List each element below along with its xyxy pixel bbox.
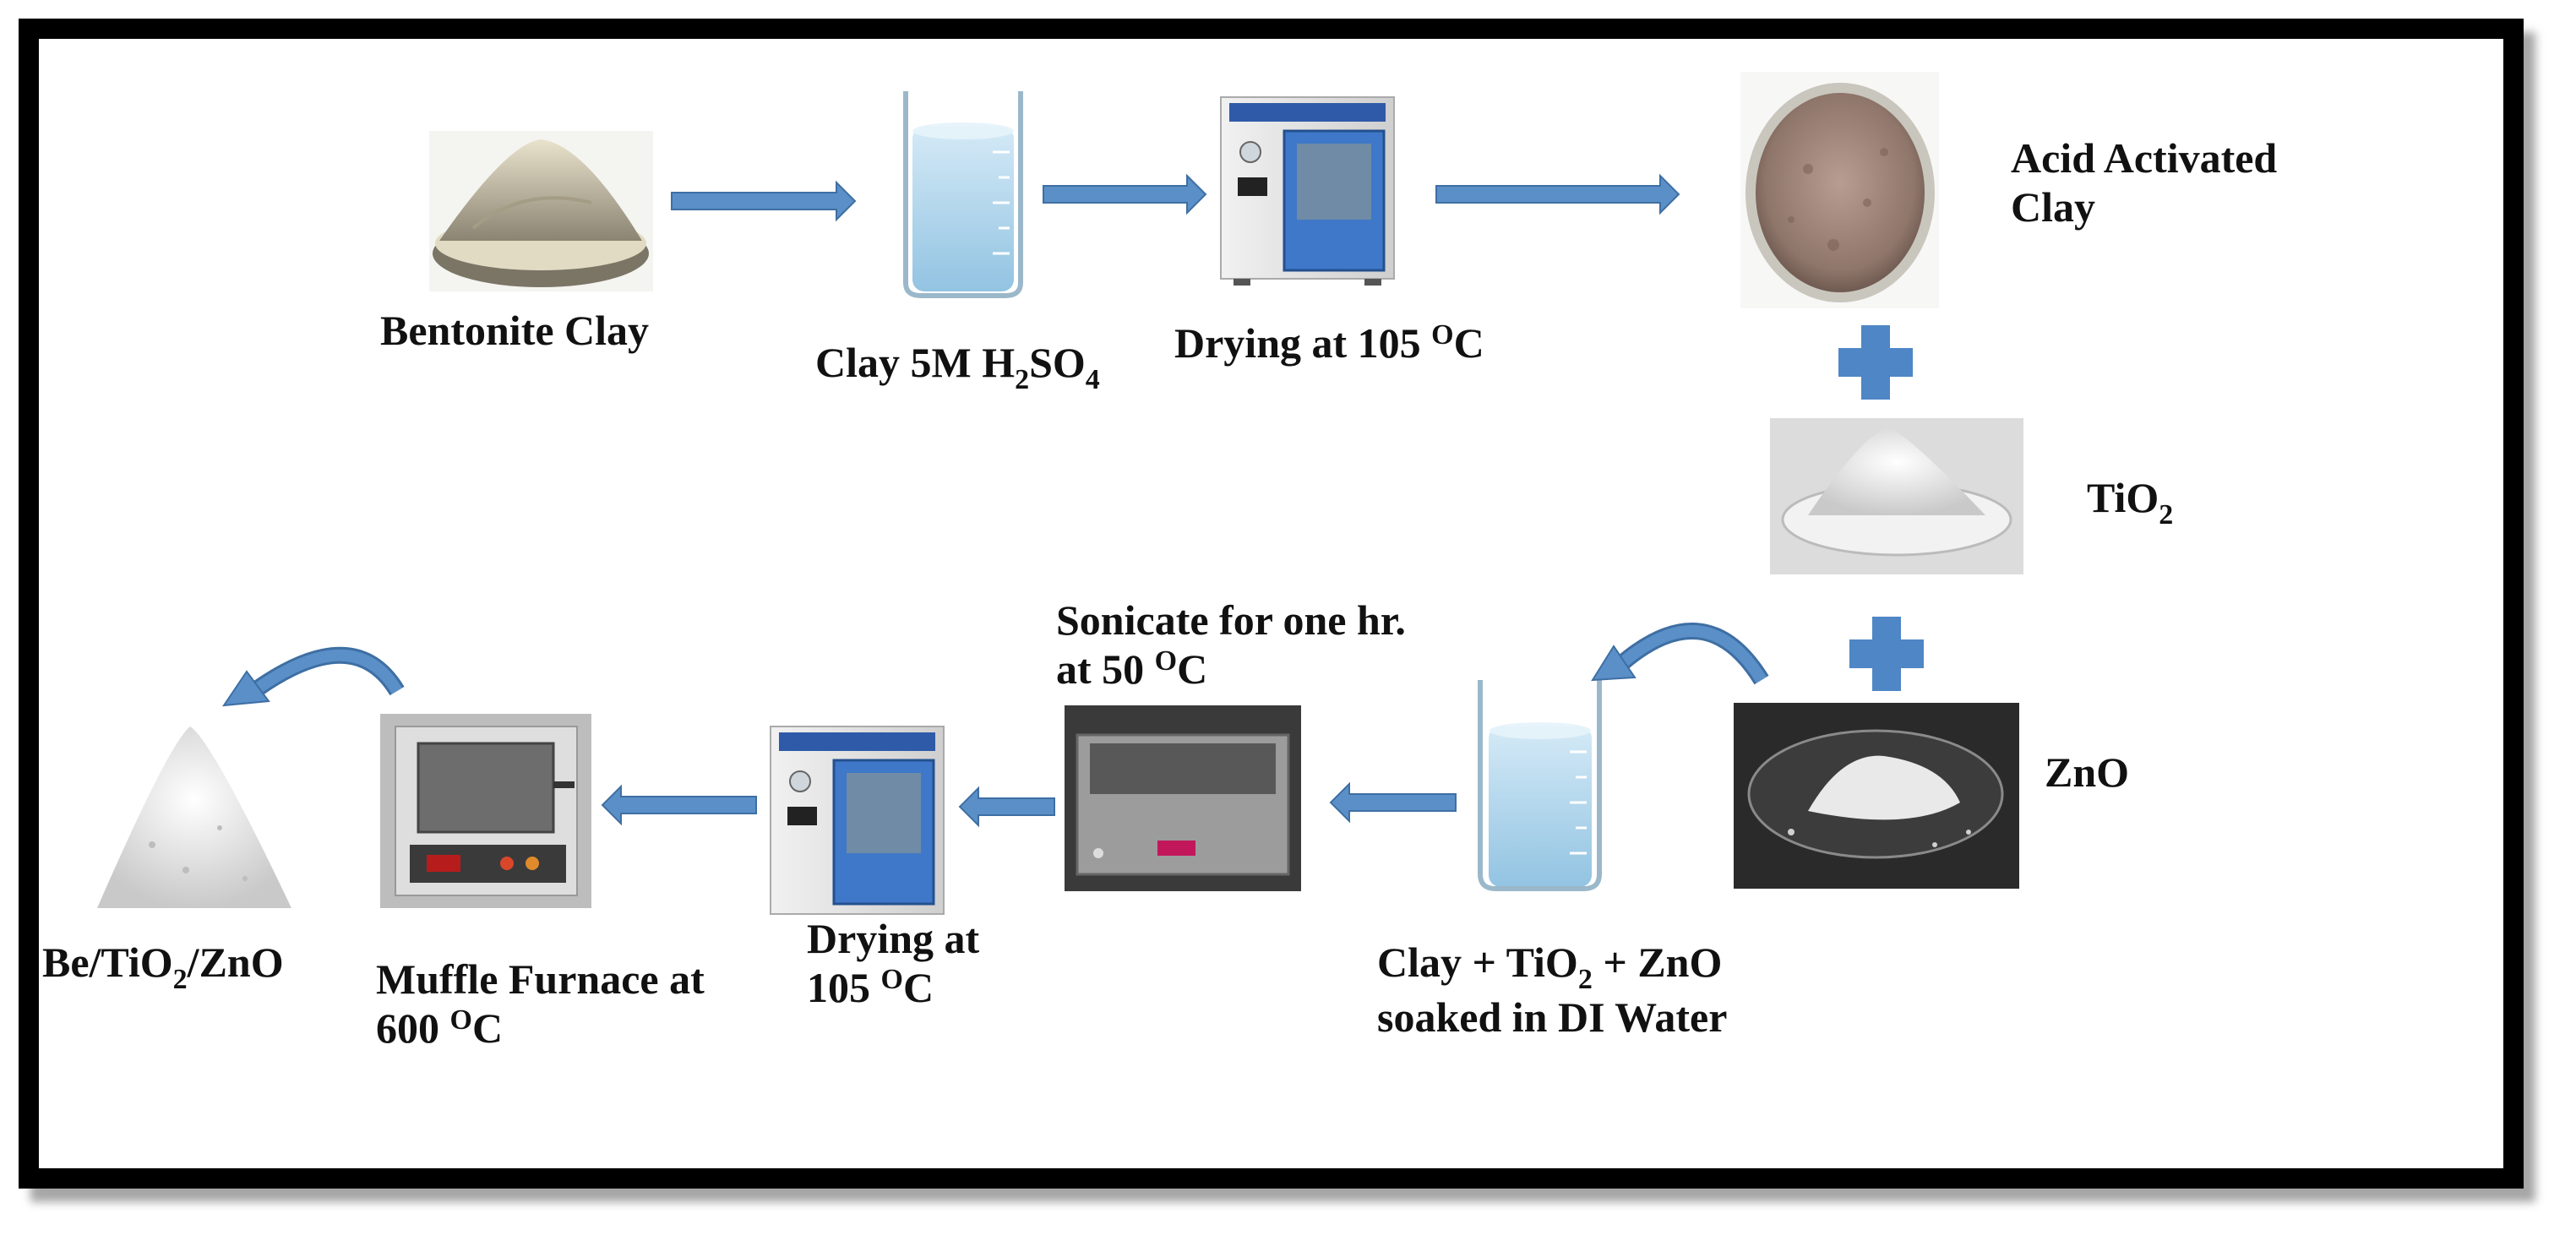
plus-icon <box>1849 617 1924 691</box>
arrow-right-icon <box>1435 173 1680 215</box>
petri-dish-icon <box>1770 418 2023 574</box>
arrow-right-icon <box>1043 173 1207 215</box>
powder-bowl-icon <box>429 131 653 291</box>
flow-arrows <box>601 173 1680 828</box>
arrow-right-icon <box>671 180 857 222</box>
product-label: Be/TiO2/ZnO <box>42 939 284 995</box>
zno-label: ZnO <box>2045 748 2130 796</box>
ultrasonic-bath-icon <box>1065 705 1301 891</box>
petri-dish-icon <box>1734 703 2019 889</box>
arrow-left-icon <box>958 786 1055 828</box>
acid-label: Clay 5M H2SO4 <box>815 339 1100 395</box>
clay-bowl-icon <box>1740 72 1939 308</box>
powder-pile-icon <box>84 716 302 919</box>
drying-top-label: Drying at 105 OC <box>1174 319 1484 367</box>
curved-arrow-icon <box>1591 623 1769 685</box>
arrow-left-icon <box>601 784 757 826</box>
beaker-icon <box>896 84 1031 304</box>
arrow-left-icon <box>1329 781 1457 824</box>
plus-icon <box>1838 325 1913 400</box>
beaker-icon <box>1470 672 1609 900</box>
curved-arrow-icon <box>221 646 405 707</box>
oven-icon <box>1220 96 1395 286</box>
tio2-label: TiO2 <box>2087 474 2174 531</box>
oven-icon <box>770 726 945 915</box>
bentonite-clay-label: Bentonite Clay <box>380 307 650 354</box>
muffle-furnace-icon <box>380 714 591 908</box>
sonicate-label: Sonicate for one hr.at 50 OC <box>1056 596 1406 693</box>
